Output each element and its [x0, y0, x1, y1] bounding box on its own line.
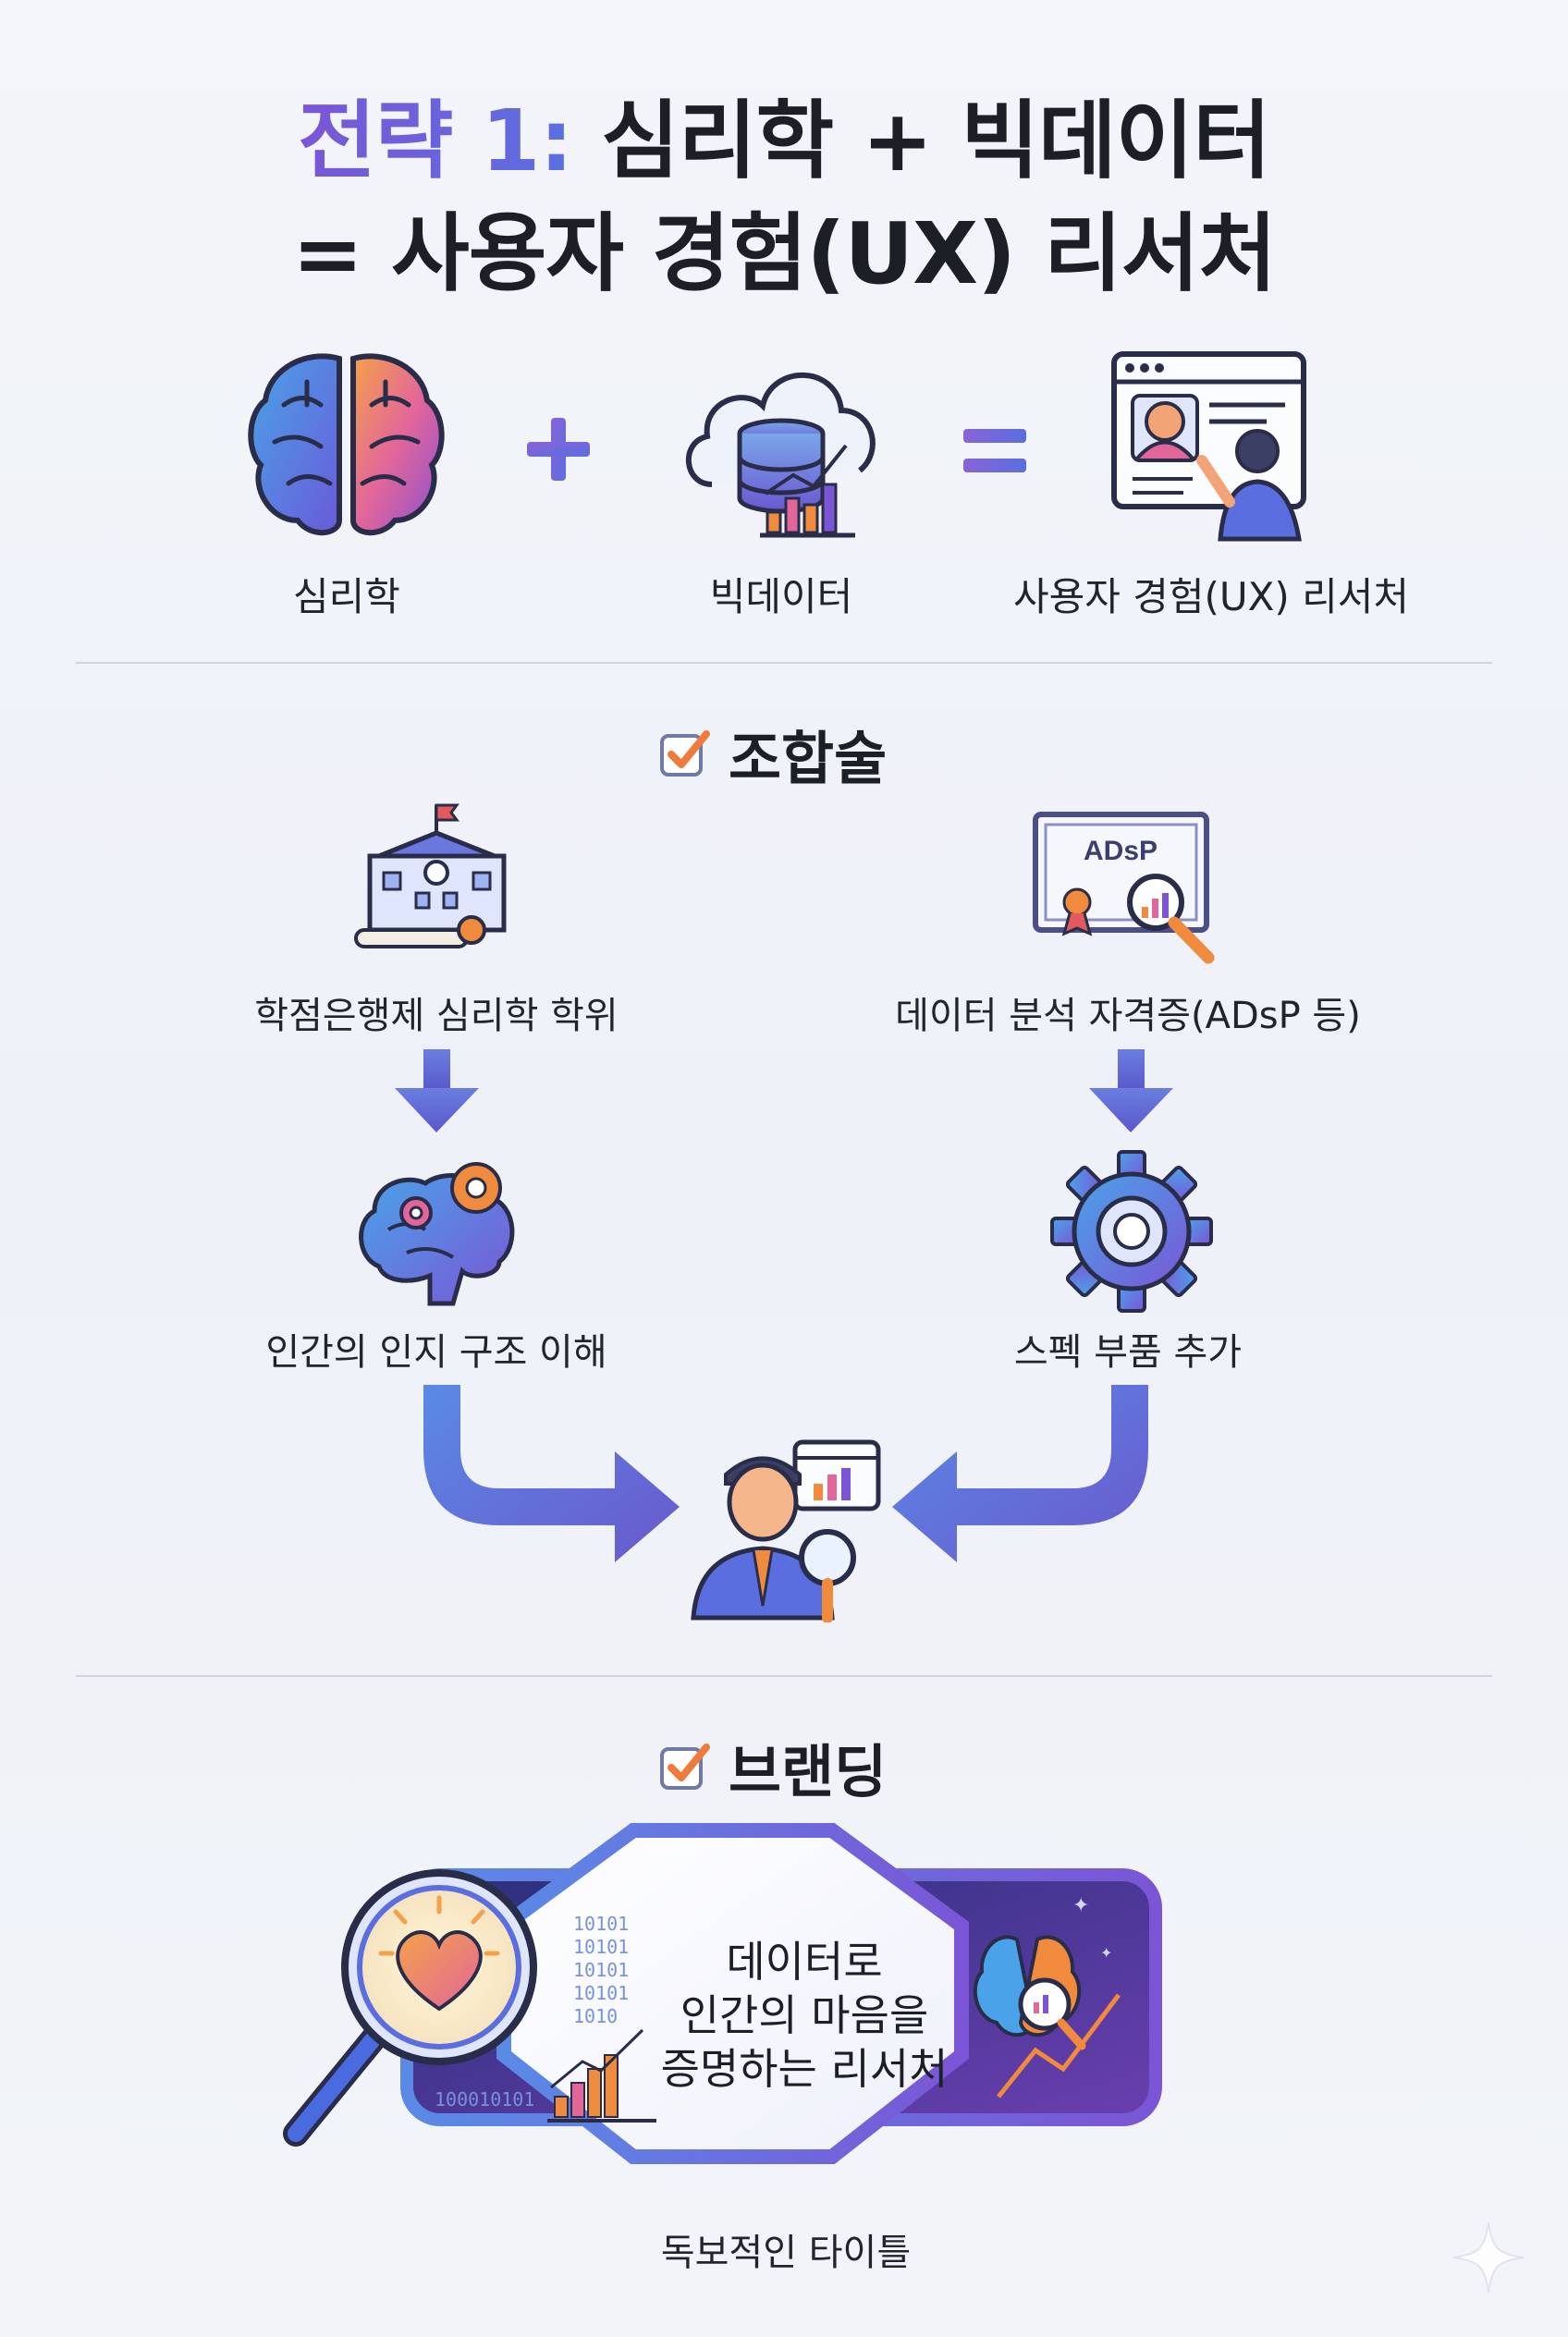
branding-heading: 브랜딩 [729, 1738, 888, 1805]
certificate-text: ADsP [1084, 836, 1158, 866]
researcher-screen-icon [1111, 351, 1306, 542]
converge-arrow-left-icon [423, 1385, 680, 1562]
page-title: 전략 1: 심리학 + 빅데이터 [0, 72, 1568, 195]
divider-top [76, 662, 1492, 664]
right-top-label: 데이터 분석 자격증(ADsP 등) [895, 995, 1361, 1037]
banner-line-3: 증명하는 리서처 [660, 2044, 949, 2094]
equals-icon [963, 429, 1026, 472]
gear-icon [1050, 1150, 1213, 1313]
brain-icon [248, 353, 445, 536]
brain-gears-icon [359, 1162, 515, 1306]
binary-line: 100010101 [435, 2088, 534, 2111]
divider-bottom [76, 1675, 1492, 1677]
title-accent: 전략 1: [298, 92, 573, 190]
plus-icon [527, 418, 590, 481]
combination-heading: 조합술 [729, 725, 888, 792]
binary-line: 10101 [573, 1959, 629, 1981]
banner-text: 데이터로 인간의 마음을 증명하는 리서처 [633, 1935, 975, 2096]
banner-line-1: 데이터로 [726, 1937, 883, 1987]
formula-label-psychology: 심리학 [293, 574, 400, 619]
binary-line: 10101 [573, 1913, 629, 1935]
title-rest: 심리학 + 빅데이터 [601, 92, 1271, 190]
branding-banner: ✦ ✦ 10101 10101 10101 10101 1010 1000101… [283, 1823, 1162, 2164]
arrow-down-left-icon [395, 1049, 479, 1132]
certificate-magnifier-icon: ADsP [1033, 812, 1215, 964]
left-top-label: 학점은행제 심리학 학위 [254, 995, 619, 1037]
branding-caption: 독보적인 타이틀 [660, 2232, 912, 2274]
binary-line: 1010 [573, 2005, 618, 2027]
binary-line: 10101 [573, 1936, 629, 1958]
banner-line-2: 인간의 마음을 [680, 1990, 929, 2040]
sparkle-icon [1452, 2221, 1525, 2294]
page-subtitle: = 사용자 경험(UX) 리서처 [291, 204, 1277, 303]
binary-line: 10101 [573, 1982, 629, 2004]
arrow-down-right-icon [1089, 1049, 1173, 1132]
section-branding: 브랜딩 [658, 1725, 887, 1808]
converge-arrow-right-icon [892, 1385, 1148, 1562]
left-bottom-label: 인간의 인지 구조 이해 [265, 1331, 607, 1374]
formula-label-ux-researcher: 사용자 경험(UX) 리서처 [1012, 574, 1410, 619]
section-combination: 조합술 [658, 712, 887, 795]
formula-label-bigdata: 빅데이터 [709, 574, 853, 619]
checkbox-icon [660, 730, 710, 777]
cloud-database-icon [685, 372, 876, 538]
analyst-person-icon [691, 1439, 881, 1622]
checkbox-icon [660, 1744, 710, 1790]
university-diploma-icon [354, 803, 507, 948]
right-bottom-label: 스펙 부품 추가 [1013, 1331, 1243, 1374]
svg-text:✦: ✦ [1100, 1944, 1112, 1962]
svg-text:✦: ✦ [1072, 1894, 1089, 1917]
